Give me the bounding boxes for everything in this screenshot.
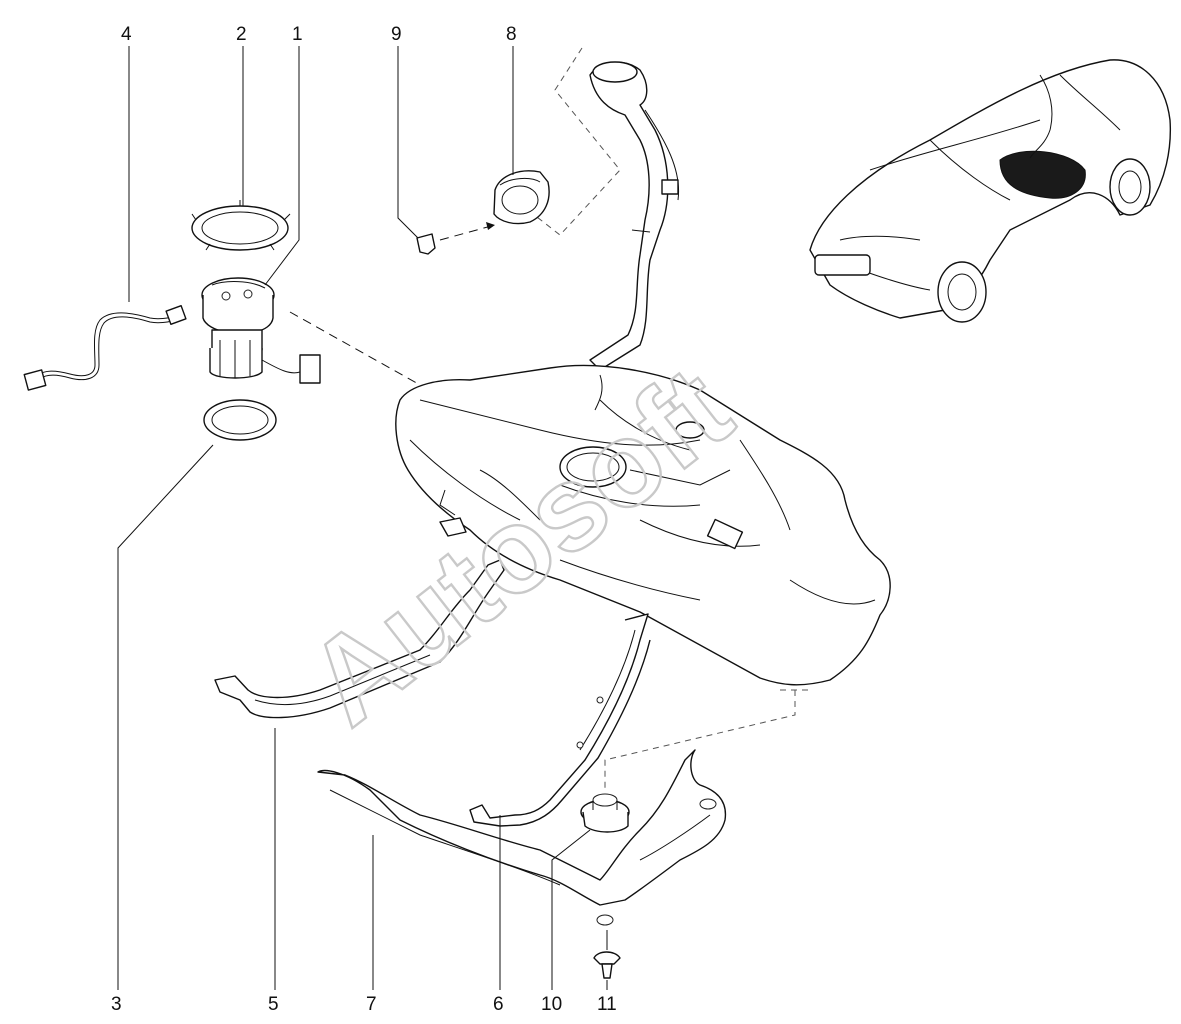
part-5-tank-strap <box>214 517 505 719</box>
part-1-fuel-pump-module <box>201 277 321 384</box>
part-2-lock-ring <box>191 200 291 251</box>
part-8-filler-flap-housing <box>493 170 550 225</box>
part-11-push-clip <box>593 930 621 979</box>
callout-9: 9 <box>391 24 402 45</box>
callout-11: 11 <box>597 994 617 1015</box>
filler-group-bracket <box>527 47 621 236</box>
part-10-rubber-bushing <box>580 793 630 833</box>
part-7-underbody-shield <box>317 749 727 926</box>
callout-4: 4 <box>121 24 132 45</box>
fuel-tank <box>395 364 891 686</box>
leader-9 <box>397 46 419 239</box>
leader-10 <box>551 829 591 990</box>
part-6-tank-strap <box>469 613 651 827</box>
callout-2: 2 <box>236 24 247 45</box>
part-3-seal-ring <box>203 399 277 441</box>
leader-1 <box>264 46 300 286</box>
leader-3 <box>117 444 214 990</box>
callout-1: 1 <box>292 24 303 45</box>
callout-10: 10 <box>541 994 562 1015</box>
callout-7: 7 <box>366 994 377 1015</box>
part-4-wiring-harness <box>23 304 187 391</box>
callout-labels: 4 2 1 9 8 3 5 7 6 10 11 <box>111 24 617 1015</box>
vehicle-illustration <box>809 59 1172 323</box>
part-9-clip <box>416 222 496 255</box>
callout-6: 6 <box>493 994 504 1015</box>
callout-3: 3 <box>111 994 122 1015</box>
callout-5: 5 <box>268 994 279 1015</box>
callout-8: 8 <box>506 24 517 45</box>
tank-shield-reference <box>604 690 796 790</box>
fuel-filler-neck <box>589 61 680 371</box>
